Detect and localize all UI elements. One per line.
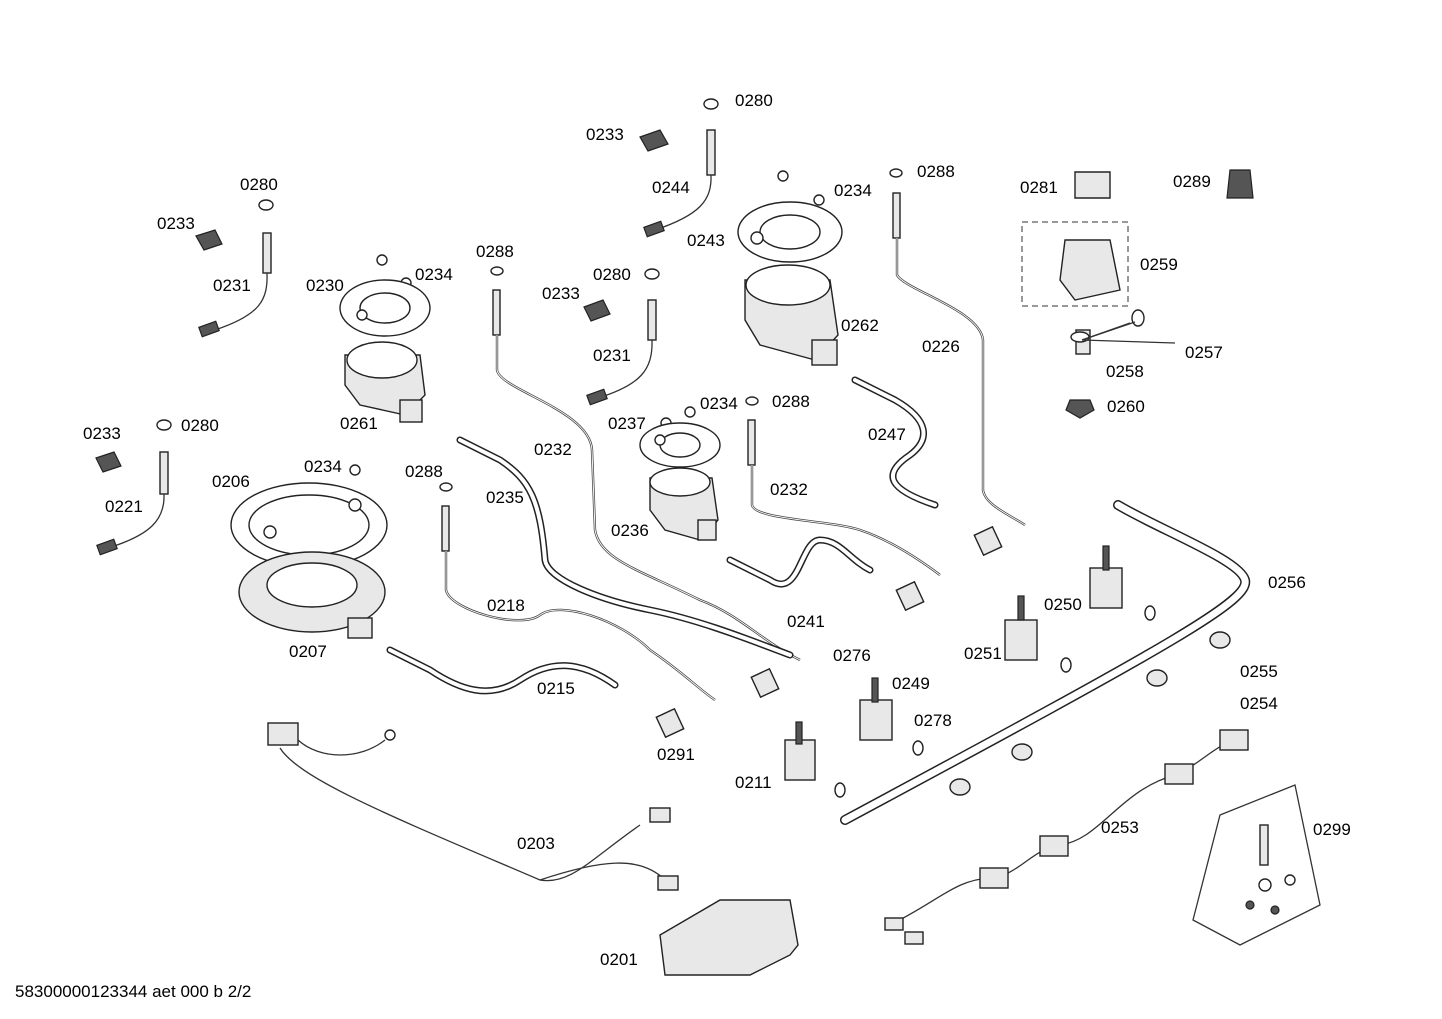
label-0281: 0281 [1020,178,1058,197]
label-0255: 0255 [1240,662,1278,681]
label-0259: 0259 [1140,255,1178,274]
ignition-harness-0203 [267,722,679,891]
label-0278: 0278 [914,711,952,730]
thermocouple-0231-left [198,232,272,338]
valve-0259 [1021,221,1176,344]
label-0280: 0280 [181,416,219,435]
label-0234: 0234 [700,394,738,413]
tap-0249 [859,677,924,756]
label-0262: 0262 [841,316,879,335]
label-0232: 0232 [770,480,808,499]
tap-0251 [1004,595,1072,673]
label-0233: 0233 [586,125,624,144]
burner-0262 [737,170,843,366]
ignition-module-0201 [659,899,799,976]
label-0218: 0218 [487,596,525,615]
probe-0288-b [889,168,1026,526]
label-0251: 0251 [964,644,1002,663]
label-0258: 0258 [1106,362,1144,381]
label-0201: 0201 [600,950,638,969]
probe-0288-a [490,266,801,662]
probe-0288-c [745,396,941,576]
burner-0207 [230,464,388,639]
label-0288: 0288 [405,462,443,481]
label-0280: 0280 [735,91,773,110]
probe-0288-d [439,482,716,701]
label-0215: 0215 [537,679,575,698]
washer-0280-left [258,199,274,211]
label-0226: 0226 [922,337,960,356]
label-0241: 0241 [787,612,825,631]
label-0249: 0249 [892,674,930,693]
label-0234: 0234 [415,265,453,284]
label-0206: 0206 [212,472,250,491]
label-0211: 0211 [735,773,772,792]
label-0257: 0257 [1185,343,1223,362]
label-0203: 0203 [517,834,555,853]
label-0234: 0234 [304,457,342,476]
label-0230: 0230 [306,276,344,295]
label-0261: 0261 [340,414,378,433]
label-0233: 0233 [542,284,580,303]
label-0289: 0289 [1173,172,1211,191]
nozzles [655,169,1254,739]
label-0233: 0233 [83,424,121,443]
thermocouple-0231-middle [583,268,660,406]
label-0253: 0253 [1101,818,1139,837]
label-0299: 0299 [1313,820,1351,839]
label-0207: 0207 [289,642,327,661]
tube-0247 [851,376,939,509]
label-0233: 0233 [157,214,195,233]
label-0231: 0231 [213,276,251,295]
label-0276: 0276 [833,646,871,665]
label-0247: 0247 [868,425,906,444]
label-0237: 0237 [608,414,646,433]
ignition-harness-0253 [884,631,1249,945]
label-0244: 0244 [652,178,690,197]
label-0291: 0291 [657,745,695,764]
thermocouple-0221 [95,419,172,556]
label-0288: 0288 [772,392,810,411]
label-0232: 0232 [534,440,572,459]
tap-0211 [784,721,846,798]
label-0250: 0250 [1044,595,1082,614]
label-0231: 0231 [593,346,631,365]
tube-0215 [386,646,619,695]
parts-bag-0299 [1192,784,1321,946]
label-0256: 0256 [1268,573,1306,592]
label-0221: 0221 [105,497,143,516]
label-0280: 0280 [593,265,631,284]
label-0234: 0234 [834,181,872,200]
label-0288: 0288 [476,242,514,261]
label-0254: 0254 [1240,694,1278,713]
tube-0235 [456,436,794,659]
label-0243: 0243 [687,231,725,250]
burner-0236 [639,406,721,541]
tube-0241 [726,536,874,588]
tap-0250 [1089,545,1156,621]
document-reference-footer: 58300000123344 aet 000 b 2/2 [15,982,252,1001]
label-0235: 0235 [486,488,524,507]
label-0288: 0288 [917,162,955,181]
clip-0233-left [195,229,223,251]
thermocouple-0244 [639,98,719,238]
manifold-0256 [840,500,1251,825]
label-0260: 0260 [1107,397,1145,416]
label-0236: 0236 [611,521,649,540]
burner-0261 [339,254,431,423]
label-0280: 0280 [240,175,278,194]
